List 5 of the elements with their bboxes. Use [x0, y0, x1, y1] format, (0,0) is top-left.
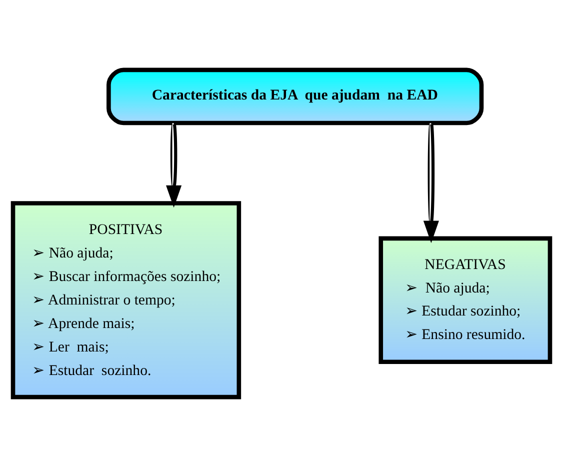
arrow — [423, 122, 439, 243]
arrow — [166, 122, 182, 208]
node-box: NEGATIVAS ➢ Não ajuda; ➢ Estudar sozinho; ➢ Ensino resumido. — [378, 236, 552, 364]
node-box: POSITIVAS ➢ Não ajuda; ➢ Buscar informações sozinho; ➢ Administrar o tempo; ➢ Aprende mais; ➢ Ler mais; ➢ Estudar sozinho. — [10, 200, 242, 399]
node-box: Características da EJA que ajudam na EAD — [106, 67, 484, 125]
